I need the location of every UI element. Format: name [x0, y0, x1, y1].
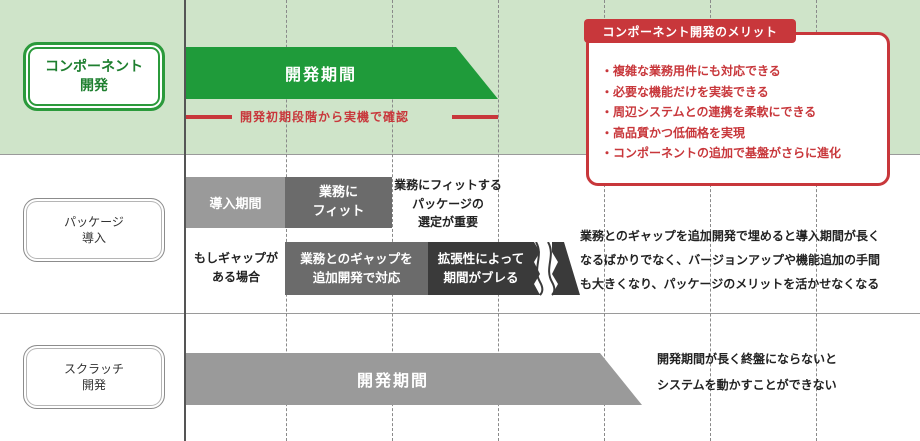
merit-item: 必要な機能だけを実装できる	[601, 82, 887, 103]
intro-period-box: 導入期間	[186, 177, 285, 228]
timeline-gridline	[498, 0, 499, 441]
merit-item: 複雑な業務用件にも対応できる	[601, 61, 887, 82]
label-line: コンポーネント	[45, 58, 143, 75]
row-divider	[0, 154, 920, 155]
fit-line: 業務に	[318, 184, 358, 200]
label-line: 開発	[81, 378, 106, 392]
gap-dev-line: 業務とのギャップを	[300, 251, 413, 267]
row-divider	[0, 313, 920, 314]
note-line: も大きくなり、パッケージのメリットを活かせなくなる	[580, 277, 880, 291]
package-intro-label: パッケージ 導入	[23, 198, 165, 262]
timeline-axis	[184, 0, 186, 441]
timeline-gridline	[392, 0, 393, 441]
label-line: 開発	[80, 77, 108, 94]
note-line: なるばかりでなく、バージョンアップや機能追加の手間	[580, 253, 881, 267]
note-line: システムを動かすことができない	[657, 378, 837, 392]
note-line: 業務にフィットする	[394, 178, 502, 192]
merits-title: コンポーネント開発のメリット	[584, 19, 796, 43]
extension-box: 拡張性によって 期間がブレる	[428, 242, 534, 295]
gap-dev-line: 追加開発で対応	[312, 269, 401, 285]
package-note: 業務とのギャップを追加開発で埋めると導入期間が長く なるばかりでなく、バージョン…	[580, 224, 915, 296]
note-line: パッケージの	[412, 196, 484, 211]
component-dev-label: コンポーネント 開発	[23, 42, 165, 111]
merit-item: コンポーネントの追加で基盤がさらに進化	[601, 143, 887, 164]
merits-box: 複雑な業務用件にも対応できる 必要な機能だけを実装できる 周辺システムとの連携を…	[586, 32, 890, 186]
note-line: 業務とのギャップを追加開発で埋めると導入期間が長く	[580, 229, 880, 243]
timeline-gridline	[710, 0, 711, 441]
label-line: 導入	[81, 231, 106, 245]
merit-item: 周辺システムとの連携を柔軟にできる	[601, 102, 887, 123]
note-line: 選定が重要	[417, 215, 478, 230]
fit-box: 業務に フィット	[285, 177, 392, 228]
note-line: もしギャップが	[193, 251, 278, 265]
component-phase-shape	[186, 47, 498, 99]
verify-note: 開発初期段階から実機で確認	[240, 110, 410, 124]
note-line: ある場合	[211, 269, 260, 284]
scratch-note: 開発期間が長く終盤にならないと システムを動かすことができない	[657, 346, 907, 398]
label-line: パッケージ	[64, 214, 124, 229]
scratch-dev-label: スクラッチ 開発	[23, 345, 165, 409]
timeline-gridline	[816, 0, 817, 441]
component-phase-label: 開発期間	[284, 65, 357, 84]
label-line: スクラッチ	[63, 361, 124, 376]
extension-phase-shape	[428, 242, 580, 296]
gap-dev-box: 業務とのギャップを 追加開発で対応	[285, 242, 428, 295]
ext-line: 拡張性によって	[437, 251, 525, 267]
ext-line: 期間がブレる	[443, 269, 519, 285]
fit-line: フィット	[312, 203, 365, 219]
merit-item: 高品質かつ低価格を実現	[601, 123, 887, 144]
verify-bar-right	[452, 115, 498, 119]
timeline-gridline	[604, 0, 605, 441]
verify-bar-left	[186, 115, 232, 119]
gap-case-note: もしギャップが ある場合	[188, 249, 284, 286]
scratch-phase-label: 開発期間	[356, 371, 429, 390]
note-line: 開発期間が長く終盤にならないと	[657, 352, 838, 366]
selection-note: 業務にフィットする パッケージの 選定が重要	[392, 176, 504, 232]
scratch-phase-shape	[186, 353, 642, 405]
